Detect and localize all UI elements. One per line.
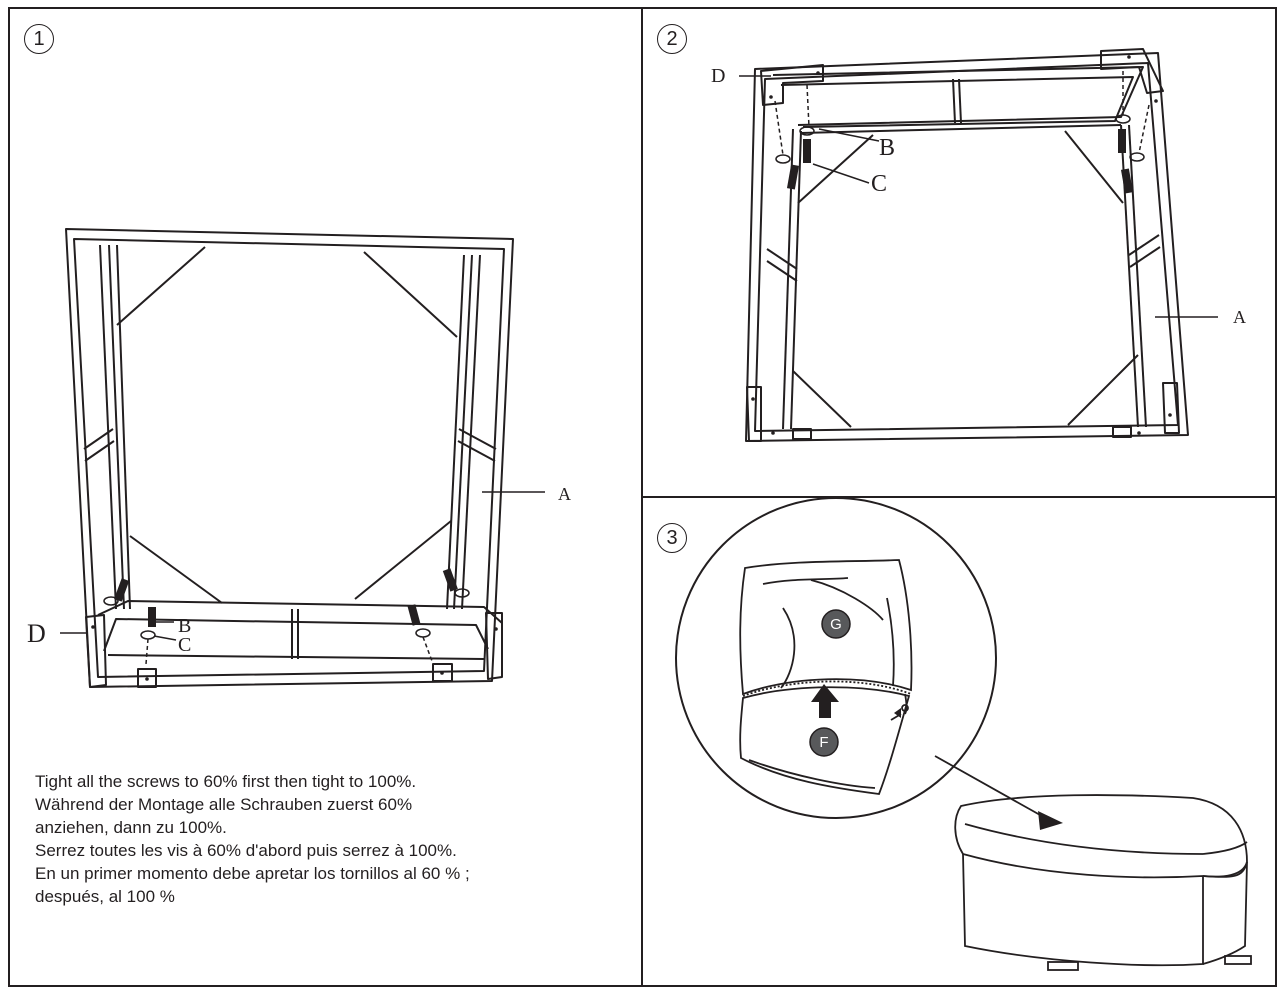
step-3-cover-drawing: G F xyxy=(675,498,1252,971)
label-frame-a: A xyxy=(1233,307,1246,327)
label-corner-d: D xyxy=(711,65,725,87)
instruction-en: Tight all the screws to 60% first then t… xyxy=(35,772,417,791)
badge-f xyxy=(809,727,839,757)
instruction-es-2: después, al 100 % xyxy=(35,887,175,906)
tightening-instructions: Tight all the screws to 60% first then t… xyxy=(35,770,615,908)
step-1-panel: 1 xyxy=(8,7,643,987)
instruction-fr: Serrez toutes les vis à 60% d'abord puis… xyxy=(35,841,457,860)
label-frame-a: A xyxy=(558,484,571,504)
instruction-de-1: Während der Montage alle Schrauben zuers… xyxy=(35,795,413,814)
badge-f-label: F xyxy=(819,734,828,751)
label-corner-d: D xyxy=(27,619,46,648)
detail-circle xyxy=(675,498,997,819)
badge-g-label: G xyxy=(830,616,842,633)
badge-g xyxy=(821,609,851,639)
step-2-panel: 2 xyxy=(641,7,1277,498)
label-screw-b: B xyxy=(879,135,895,161)
step-3-number: 3 xyxy=(657,523,687,553)
instruction-de-2: anziehen, dann zu 100%. xyxy=(35,818,227,837)
label-washer-c: C xyxy=(871,171,887,197)
step-1-frame-drawing: A D B C xyxy=(27,228,571,688)
label-washer-c: C xyxy=(178,634,191,656)
step-2-frame-drawing: A D B C xyxy=(711,48,1246,442)
label-screw-b: B xyxy=(178,615,191,637)
step-2-number: 2 xyxy=(657,24,687,54)
step-1-number: 1 xyxy=(24,24,54,54)
instruction-es-1: En un primer momento debe apretar los to… xyxy=(35,864,470,883)
step-3-panel: 3 xyxy=(641,496,1277,987)
